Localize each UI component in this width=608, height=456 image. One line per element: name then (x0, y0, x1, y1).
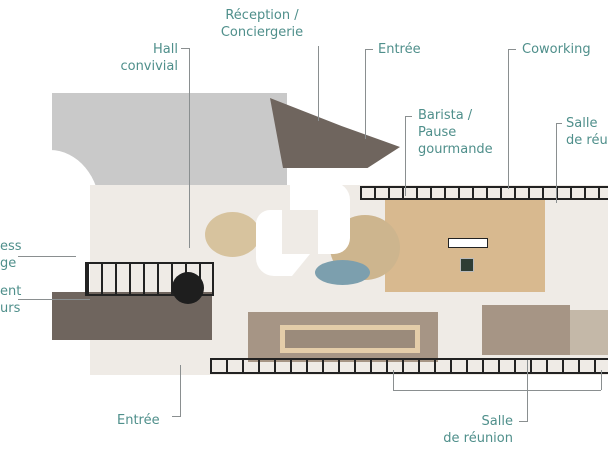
label-salle-bottom: Salle de réunion (443, 414, 513, 446)
leader-hall-v (189, 48, 190, 248)
leader-salle-bottom-v (527, 360, 528, 422)
fountain (315, 260, 370, 285)
leader-salle-top-v (556, 123, 557, 203)
meeting-table (280, 325, 420, 353)
lounge-circle (205, 212, 260, 257)
grey-cutout (0, 150, 100, 270)
label-left2: ent urs (0, 284, 22, 316)
leader-barista-v (405, 116, 406, 196)
leader-entree-top-v (365, 49, 366, 139)
label-fitness: ess ge (0, 239, 22, 271)
black-kiosk (172, 272, 204, 304)
leader-fitness (18, 256, 76, 257)
leader-hall-h (181, 48, 190, 49)
leader-entree-top-h (365, 49, 373, 50)
label-salle-top: Salle de réu (566, 116, 608, 148)
label-entree-bottom: Entrée (117, 413, 160, 428)
reception-terrace (270, 98, 400, 168)
bracket-salle-bottom (393, 390, 601, 391)
meeting-room-right (482, 305, 570, 355)
leader-coworking-v (508, 49, 509, 189)
leader-left2 (18, 299, 90, 300)
top-railing (360, 186, 608, 200)
coworking-table (448, 238, 488, 248)
leader-entree-bottom-h (172, 416, 181, 417)
bracket-salle-right (601, 370, 602, 390)
leader-reception (318, 46, 319, 121)
label-reception: Réception / Conciergerie (220, 8, 304, 40)
label-coworking: Coworking (522, 42, 591, 57)
brand-logo-icon (256, 182, 350, 276)
leader-barista-h (405, 116, 412, 117)
bottom-railing (210, 358, 608, 374)
label-entree-top: Entrée (378, 42, 421, 57)
bracket-salle-left (393, 370, 394, 390)
meeting-room-right-2 (570, 310, 608, 355)
coworking-sofa (460, 258, 474, 272)
leader-entree-bottom-v (180, 365, 181, 417)
leader-coworking-h (508, 49, 516, 50)
leader-salle-top-h (556, 123, 562, 124)
leader-salle-bottom-h (519, 421, 528, 422)
label-barista: Barista / Pause gourmande (418, 108, 493, 157)
label-hall: Hall convivial (120, 42, 178, 74)
